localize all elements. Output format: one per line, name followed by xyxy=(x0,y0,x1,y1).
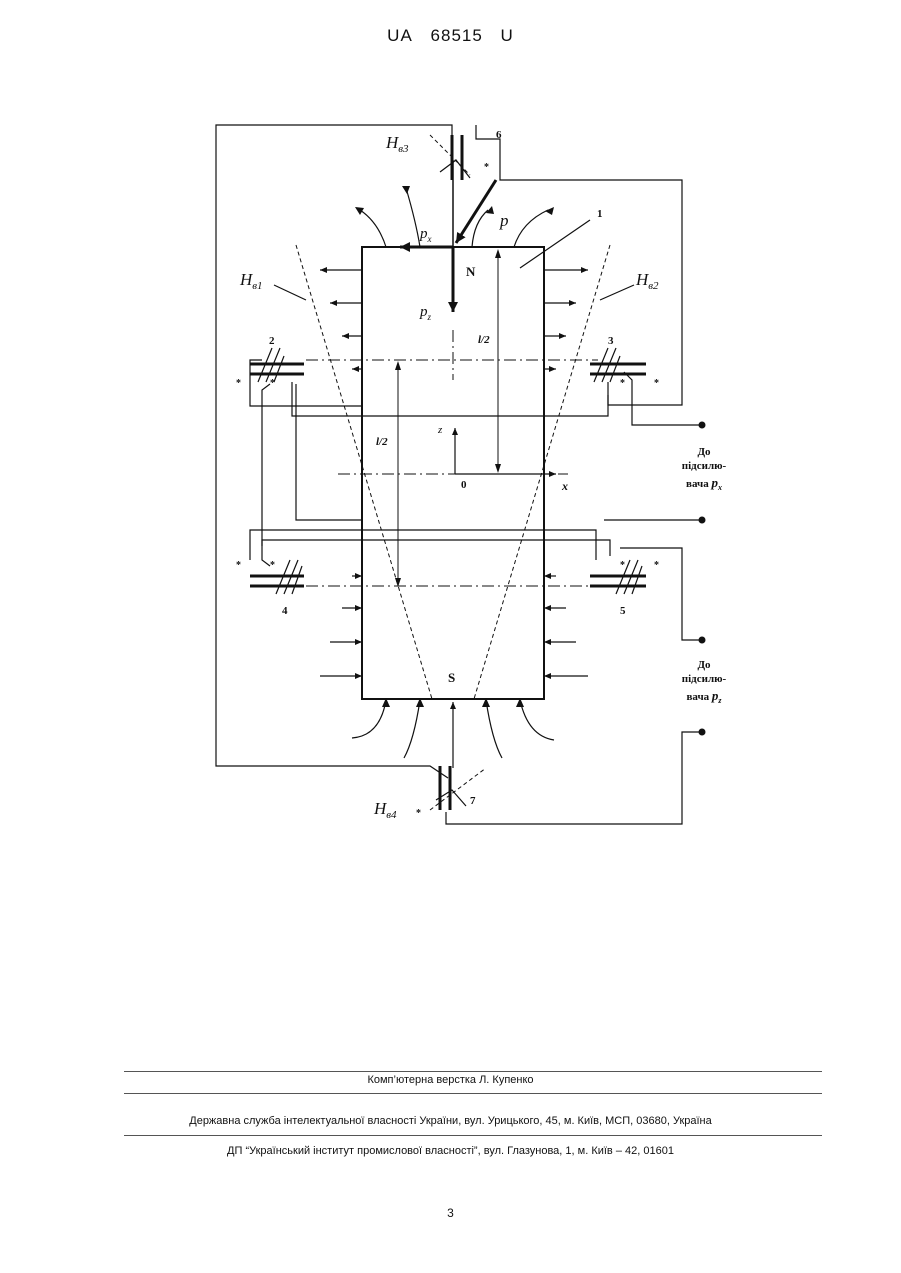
part-label-5: 5 xyxy=(620,605,626,617)
page-number: 3 xyxy=(0,1206,901,1220)
outer-wire-frame xyxy=(216,125,452,778)
axis-z-label: z xyxy=(437,424,443,436)
axis-x-label: x xyxy=(561,479,568,493)
star-2b: * xyxy=(270,378,275,389)
star-7: * xyxy=(416,808,421,819)
sensor-4 xyxy=(250,560,304,594)
amp-z-line1: До xyxy=(697,659,711,671)
sensor-7 xyxy=(440,766,450,810)
north-pole-label: N xyxy=(466,264,476,279)
h2-label: Hв2 xyxy=(635,270,659,292)
part-label-1: 1 xyxy=(597,208,603,220)
part-label-3: 3 xyxy=(608,335,614,347)
h3-label: Hв3 xyxy=(385,133,409,155)
star-4b: * xyxy=(270,560,275,571)
amp-x-line1: До xyxy=(697,446,711,458)
sensor-5 xyxy=(590,560,646,594)
origin-label: 0 xyxy=(461,479,467,491)
footer-rule-1 xyxy=(124,1071,822,1072)
south-pole-label: S xyxy=(448,670,455,685)
dimension-half-length-top: l/2 xyxy=(478,334,490,346)
footer-service-address: Державна служба інтелектуальної власност… xyxy=(0,1115,901,1127)
star-6: * xyxy=(484,162,489,173)
pz-label: pz xyxy=(419,304,432,322)
amp-z-line3: вача pz xyxy=(686,688,722,705)
star-4a: * xyxy=(236,560,241,571)
sensor-3 xyxy=(590,348,646,382)
p-label: p xyxy=(499,211,509,230)
part-label-4: 4 xyxy=(282,605,288,617)
top-right-wire xyxy=(476,125,682,405)
px-label: px xyxy=(419,226,432,244)
amp-z-line2: підсилю- xyxy=(682,673,727,685)
star-2a: * xyxy=(236,378,241,389)
part-label-2: 2 xyxy=(269,335,275,347)
part-label-6: 6 xyxy=(496,129,502,141)
footer-layout-credit: Комп’ютерна верстка Л. Купенко xyxy=(0,1074,901,1086)
footer-rule-2 xyxy=(124,1093,822,1094)
magnet-body xyxy=(362,247,544,699)
star-3b: * xyxy=(654,378,659,389)
star-5b: * xyxy=(654,560,659,571)
amp-x-line2: підсилю- xyxy=(682,460,727,472)
footer-rule-3 xyxy=(124,1135,822,1136)
sensor-2 xyxy=(250,348,304,382)
star-3a: * xyxy=(620,378,625,389)
footer-institute-address: ДП “Український інститут промислової вла… xyxy=(0,1145,901,1157)
part-label-7: 7 xyxy=(470,795,476,807)
star-5a: * xyxy=(620,560,625,571)
dimension-half-length-left: l/2 xyxy=(376,436,388,448)
h4-label: Hв4 xyxy=(373,799,397,821)
amp-x-line3: вача px xyxy=(686,475,722,492)
h1-label: Hв1 xyxy=(239,270,263,292)
